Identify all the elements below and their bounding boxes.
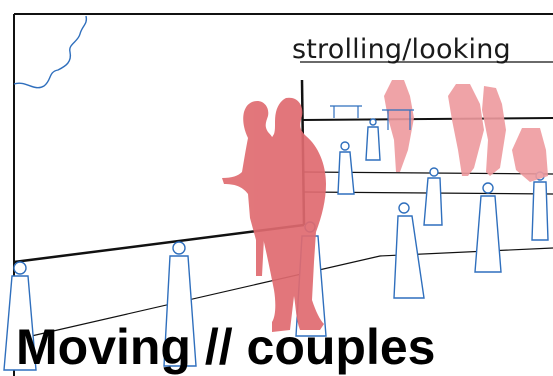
sketch-caption: strolling/looking [292, 34, 511, 65]
slide-title: Moving // couples [16, 322, 435, 372]
figure-icon [448, 84, 484, 176]
pedestal-icon [424, 168, 442, 225]
figure-icon [482, 86, 506, 176]
foreground-couple [222, 98, 326, 332]
pedestal-icon [338, 142, 354, 194]
background-figures [384, 80, 548, 182]
foliage-outline [14, 16, 86, 88]
pedestal-icon [394, 203, 424, 298]
pedestal-icon [532, 172, 548, 240]
pedestal-icon [366, 119, 380, 160]
pedestal-icon [475, 183, 501, 272]
